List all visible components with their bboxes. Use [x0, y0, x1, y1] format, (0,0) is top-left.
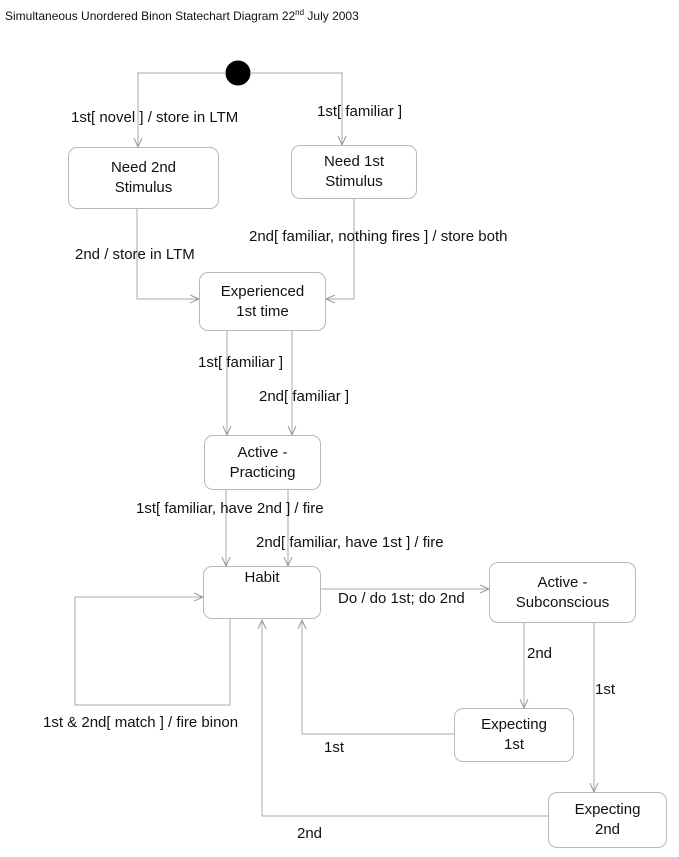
- edge-initial-need2nd: [138, 72, 226, 147]
- diagram-title: Simultaneous Unordered Binon Statechart …: [5, 8, 359, 23]
- label-store-both: 2nd[ familiar, nothing fires ] / store b…: [249, 228, 508, 245]
- edge-initial-need1st: [250, 72, 342, 145]
- label-familiar: 1st[ familiar ]: [317, 103, 403, 120]
- label-match-fire-binon: 1st & 2nd[ match ] / fire binon: [43, 714, 239, 731]
- edge-expecting1st-habit: [302, 620, 454, 735]
- state-active-subconscious: Active -Subconscious: [489, 562, 636, 623]
- edge-habit-selfloop: [74, 597, 231, 706]
- label-back-1st: 1st: [324, 739, 345, 756]
- label-store-ltm: 2nd / store in LTM: [75, 246, 195, 263]
- label-sub-2nd: 2nd: [527, 645, 553, 662]
- label-fire-have-1st: 2nd[ familiar, have 1st ] / fire: [256, 534, 444, 551]
- label-novel-store: 1st[ novel ] / store in LTM: [71, 109, 239, 126]
- label-exp-2nd-familiar: 2nd[ familiar ]: [259, 388, 350, 405]
- edge-need2nd-experienced: [136, 209, 199, 299]
- label-do-1st-2nd: Do / do 1st; do 2nd: [338, 590, 465, 607]
- label-exp-1st-familiar: 1st[ familiar ]: [198, 354, 284, 371]
- state-active-practicing: Active -Practicing: [204, 435, 321, 490]
- state-habit: Habit: [203, 566, 321, 619]
- label-sub-1st: 1st: [595, 681, 616, 698]
- edge-expecting2nd-habit: [262, 620, 548, 817]
- label-fire-have-2nd: 1st[ familiar, have 2nd ] / fire: [136, 500, 324, 517]
- edge-need1st-experienced: [326, 199, 355, 299]
- initial-state: [225, 60, 251, 86]
- label-back-2nd: 2nd: [297, 825, 323, 842]
